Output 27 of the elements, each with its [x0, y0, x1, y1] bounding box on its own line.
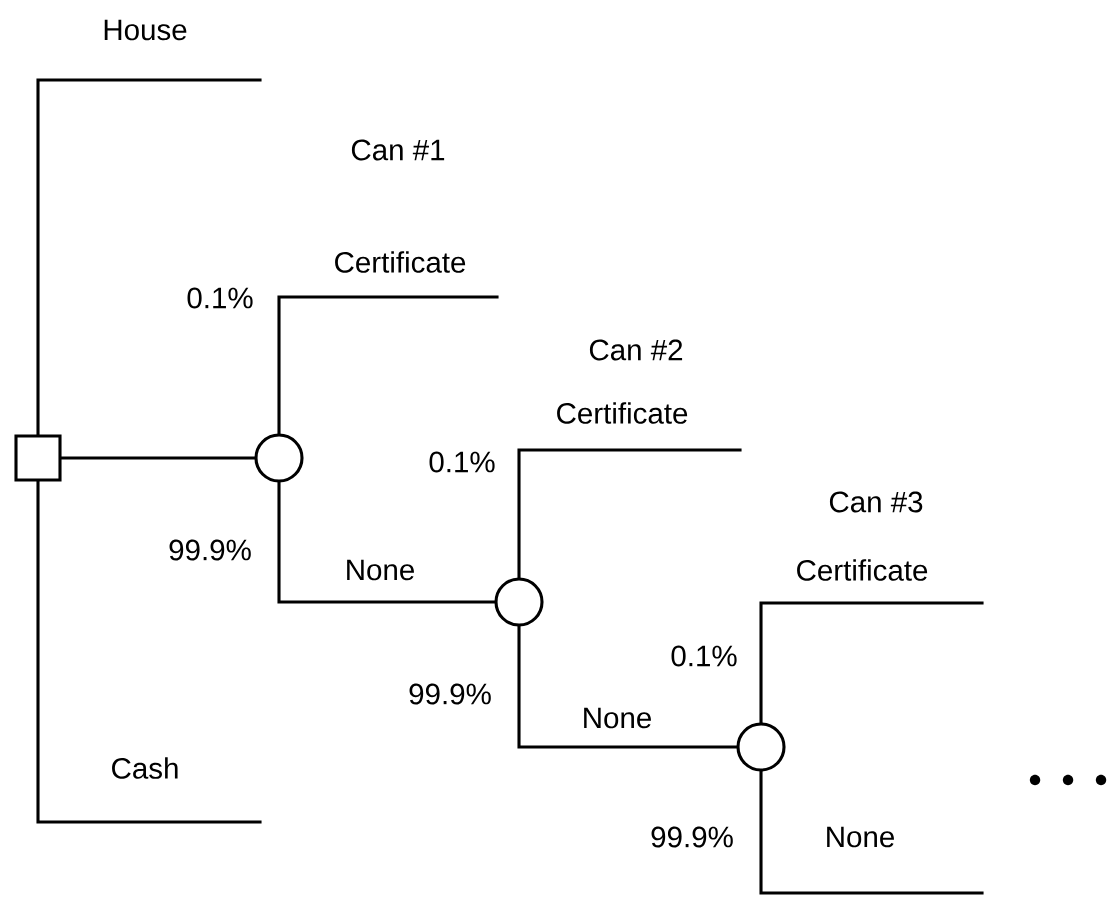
branch-label: None — [827, 826, 894, 848]
can-label: Can #3 — [829, 491, 923, 513]
can-label: Can #2 — [589, 339, 683, 361]
branch-line — [277, 481, 496, 604]
branch-label: Cash — [112, 757, 178, 779]
can-label: Can #1 — [351, 139, 445, 161]
branch-line — [60, 456, 256, 460]
branch-line — [759, 770, 984, 895]
branch-label: Certificate — [797, 559, 928, 581]
branch-line — [759, 601, 984, 724]
chance-circle — [254, 433, 304, 483]
probability-label: 0.1% — [187, 287, 253, 309]
decision-square — [14, 434, 62, 482]
probability-label: 99.9% — [651, 826, 733, 848]
branch-label: Certificate — [557, 402, 688, 424]
branch-line — [277, 295, 499, 435]
branch-label: Certificate — [335, 251, 466, 273]
branch-label: None — [584, 707, 651, 729]
branch-label: House — [104, 19, 187, 41]
probability-label: 0.1% — [429, 451, 495, 473]
chance-circle — [494, 577, 544, 627]
chance-circle — [736, 722, 786, 772]
branch-line — [36, 78, 262, 436]
branch-label: None — [347, 559, 414, 581]
branch-line — [517, 625, 738, 749]
branch-line — [517, 448, 742, 579]
branch-line — [36, 480, 262, 824]
